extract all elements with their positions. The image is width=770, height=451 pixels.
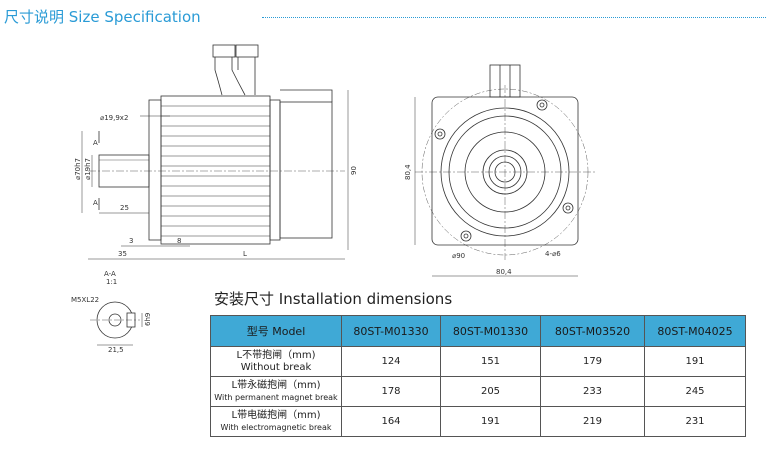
- dim-shaft-fit: ⌀19h7: [84, 158, 92, 180]
- row-label: L带永磁抱闸（mm) With permanent magnet break: [210, 376, 342, 407]
- row-label-en: With electromagnetic break: [220, 423, 332, 432]
- dim-holes: 4-⌀6: [545, 250, 561, 258]
- dim-pilot-diameter: ⌀70h7: [74, 158, 82, 180]
- row-label-cn: L带电磁抱闸（mm): [231, 410, 321, 421]
- table-cell: 205: [440, 376, 541, 407]
- table-header-row: 型号 Model 80ST-M01330 80ST-M01330 80ST-M0…: [210, 315, 746, 347]
- table-cell: 231: [644, 406, 746, 437]
- thread-spec: M5XL22: [71, 296, 99, 304]
- dim-shaft-diameter: ⌀19,9x2: [100, 114, 128, 122]
- dim-height-90: 90: [350, 166, 358, 175]
- table-cell: 219: [540, 406, 645, 437]
- table-cell: 151: [440, 346, 541, 377]
- header-model-3: 80ST-M03520: [540, 315, 645, 347]
- installation-title: 安装尺寸 Installation dimensions: [214, 290, 453, 308]
- table-row: L带电磁抱闸（mm) With electromagnetic break 16…: [210, 406, 746, 437]
- motor-side-view: [81, 44, 349, 260]
- shaft-section-view: [90, 301, 143, 346]
- section-title: 尺寸说明 Size Specification: [4, 7, 201, 26]
- installation-table: 型号 Model 80ST-M01330 80ST-M01330 80ST-M0…: [210, 315, 746, 437]
- dim-8: 8: [177, 237, 181, 245]
- dim-flange-height: 80,4: [404, 164, 412, 180]
- table-row: L带永磁抱闸（mm) With permanent magnet break 1…: [210, 376, 746, 407]
- row-label-en: Without break: [240, 361, 312, 373]
- dim-key-width: 6h9: [144, 313, 152, 326]
- table-cell: 191: [644, 346, 746, 377]
- header-dotted-rule: [262, 17, 766, 18]
- header-model-2: 80ST-M01330: [440, 315, 541, 347]
- section-header: 尺寸说明 Size Specification: [4, 6, 201, 26]
- table-row: L不带抱闸（mm) Without break 124 151 179 191: [210, 346, 746, 377]
- table-cell: 245: [644, 376, 746, 407]
- dim-35: 35: [118, 250, 127, 258]
- row-label-cn: L不带抱闸（mm): [236, 349, 316, 361]
- section-scale: 1:1: [106, 278, 117, 286]
- row-label: L不带抱闸（mm) Without break: [210, 346, 342, 377]
- dim-flange-width: 80,4: [496, 268, 512, 276]
- section-label: A-A: [104, 270, 116, 278]
- table-cell: 233: [540, 376, 645, 407]
- dim-length-L: L: [243, 250, 247, 258]
- header-model: 型号 Model: [210, 315, 342, 347]
- table-cell: 164: [341, 406, 441, 437]
- dim-key-depth: 21,5: [108, 346, 124, 354]
- table-cell: 191: [440, 406, 541, 437]
- table-cell: 179: [540, 346, 645, 377]
- table-cell: 124: [341, 346, 441, 377]
- dim-3: 3: [129, 237, 133, 245]
- motor-front-view: [414, 64, 595, 277]
- row-label-en: With permanent magnet break: [214, 393, 338, 402]
- dim-shaft-length: 25: [120, 204, 129, 212]
- row-label-cn: L带永磁抱闸（mm): [231, 380, 321, 391]
- table-cell: 178: [341, 376, 441, 407]
- section-mark-top: A: [93, 139, 98, 147]
- row-label: L带电磁抱闸（mm) With electromagnetic break: [210, 406, 342, 437]
- dim-bolt-circle: ⌀90: [452, 252, 465, 260]
- header-model-4: 80ST-M04025: [644, 315, 746, 347]
- header-model-1: 80ST-M01330: [341, 315, 441, 347]
- section-mark-bottom: A: [93, 199, 98, 207]
